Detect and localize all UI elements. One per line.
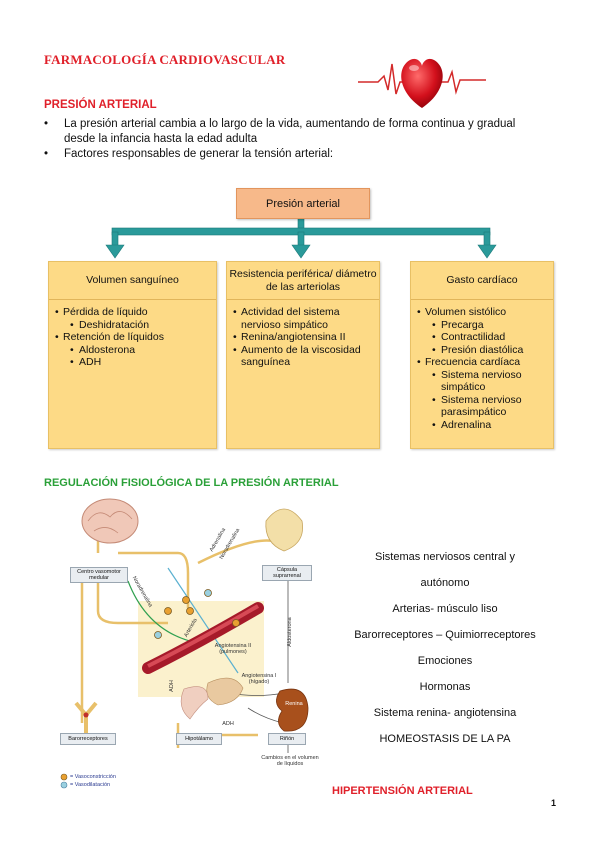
column-body: Volumen sistólicoPrecargaContractilidadP…: [411, 300, 553, 431]
regulation-item: autónomo: [420, 577, 470, 589]
column-body: Pérdida de líquidoDeshidrataciónRetenció…: [49, 300, 216, 369]
section-heading-hipertension: HIPERTENSIÓN ARTERIAL: [332, 785, 473, 797]
fig-centro-vasomotor: Centro vasomotor medular: [70, 567, 128, 583]
column-list-item: Precarga: [417, 319, 547, 332]
column-list-item: Pérdida de líquido: [55, 306, 210, 319]
column-list-item: Aumento de la viscosidad sanguínea: [233, 344, 373, 369]
regulation-item: Barorreceptores – Quimiorreceptores: [354, 629, 536, 641]
regulation-item: Sistema renina- angiotensina: [373, 707, 517, 719]
fig-adh: ADH: [169, 680, 175, 692]
regulation-item: HOMEOSTASIS DE LA PA: [379, 733, 511, 745]
bullet-item: Factores responsables de generar la tens…: [44, 147, 544, 162]
column-body: Actividad del sistema nervioso simpático…: [227, 300, 379, 369]
page-number: 1: [551, 798, 557, 808]
fig-legend-vasoconstriccion: = Vasoconstricción: [70, 774, 116, 780]
diagram-root-box: Presión arterial: [236, 188, 370, 219]
fig-renina: Renina: [285, 701, 303, 707]
column-list-item: Frecuencia cardíaca: [417, 356, 547, 369]
document-title: FARMACOLOGÍA CARDIOVASCULAR: [44, 52, 286, 67]
column-header: Gasto cardíaco: [411, 262, 553, 300]
column-list-item: Deshidratación: [55, 319, 210, 332]
fig-legend-vasodilatacion: = Vasodilatación: [70, 782, 111, 788]
regulation-item: Hormonas: [419, 681, 471, 693]
column-list-item: Retención de líquidos: [55, 331, 210, 344]
column-list-item: Adrenalina: [417, 419, 547, 432]
fig-angiotensina-i: Angiotensina I (hígado): [241, 673, 277, 685]
fig-hipotalamo: Hipotálamo: [176, 733, 222, 745]
regulation-figure: Centro vasomotor medular Cápsula suprarr…: [58, 493, 326, 793]
diagram-column-volumen: Volumen sanguíneo Pérdida de líquidoDesh…: [48, 261, 217, 449]
regulation-item: Emociones: [417, 655, 473, 667]
column-header: Volumen sanguíneo: [49, 262, 216, 300]
diagram-column-resistencia: Resistencia periférica/ diámetro de las …: [226, 261, 380, 449]
fig-cambios-volumen: Cambios en el volumen de líquidos: [261, 755, 319, 767]
fig-angiotensina-ii: Angiotensina II (pulmones): [214, 643, 252, 655]
fig-adh: ADH: [222, 721, 234, 727]
column-header: Resistencia periférica/ diámetro de las …: [227, 262, 379, 300]
fig-barorreceptores: Barorreceptores: [60, 733, 116, 745]
fig-rinon: Riñón: [268, 733, 306, 745]
fig-capsula-suprarrenal: Cápsula suprarrenal: [262, 565, 312, 581]
column-list-item: Renina/angiotensina II: [233, 331, 373, 344]
regulation-list: Sistemas nerviosos central y autónomo Ar…: [336, 544, 554, 752]
column-list-item: Sistema nervioso parasimpático: [417, 394, 547, 419]
column-list-item: Presión diastólica: [417, 344, 547, 357]
bullet-list: La presión arterial cambia a lo largo de…: [44, 117, 544, 162]
section-heading-regulacion: REGULACIÓN FISIOLÓGICA DE LA PRESIÓN ART…: [44, 477, 339, 489]
diagram-column-gasto: Gasto cardíaco Volumen sistólicoPrecarga…: [410, 261, 554, 449]
section-heading-presion: PRESIÓN ARTERIAL: [44, 99, 157, 111]
column-list-item: Actividad del sistema nervioso simpático: [233, 306, 373, 331]
figure-lines: [60, 498, 309, 789]
column-list-item: Aldosterona: [55, 344, 210, 357]
column-list-item: Sistema nervioso simpático: [417, 369, 547, 394]
column-list-item: Contractilidad: [417, 331, 547, 344]
regulation-item: Arterias- músculo liso: [392, 603, 498, 615]
column-list-item: Volumen sistólico: [417, 306, 547, 319]
heart-ecg-icon: [358, 58, 486, 108]
column-list-item: ADH: [55, 356, 210, 369]
bullet-item: La presión arterial cambia a lo largo de…: [44, 117, 544, 147]
regulation-item: Sistemas nerviosos central y: [375, 551, 515, 563]
fig-aldosterona: Aldosterona: [287, 617, 293, 647]
diagram-connectors: [105, 217, 497, 259]
